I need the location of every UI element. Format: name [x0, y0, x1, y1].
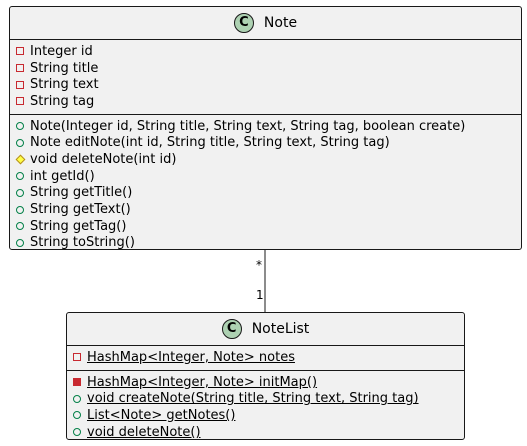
class-method: void createNote(String title, String tex… [67, 390, 464, 407]
notelist-multiplicity: 1 [256, 288, 264, 302]
private-visibility-icon [16, 64, 24, 73]
class-c-icon: C [221, 319, 242, 339]
public-visibility-icon [16, 172, 24, 181]
class-method-text: String getText() [30, 202, 131, 218]
class-method: String toString() [10, 235, 521, 252]
private-visibility-icon [73, 353, 81, 362]
public-visibility-icon [16, 205, 24, 214]
class-method-text: void deleteNote(int id) [30, 151, 177, 167]
public-visibility-icon [73, 394, 81, 403]
notelist-class-header: C NoteList [67, 313, 464, 346]
note-multiplicity: * [256, 258, 262, 272]
class-c-icon: C [233, 13, 254, 33]
class-method: List<Note> getNotes() [67, 407, 464, 424]
private-visibility-icon [16, 80, 24, 89]
public-visibility-icon [73, 411, 81, 420]
public-visibility-icon [73, 428, 81, 437]
class-method: int getId() [10, 168, 521, 185]
class-field: String text [10, 76, 521, 93]
class-method-text: void createNote(String title, String tex… [87, 391, 419, 407]
notelist-class[interactable]: C NoteList HashMap<Integer, Note> notes … [66, 312, 465, 440]
class-method: Note editNote(int id, String title, Stri… [10, 134, 521, 151]
public-visibility-icon [16, 238, 24, 247]
note-class-header: C Note [10, 7, 521, 40]
private-visibility-icon [16, 97, 24, 106]
private-visibility-icon [73, 378, 81, 387]
class-method: String getText() [10, 201, 521, 218]
notelist-class-name: NoteList [251, 321, 310, 337]
class-method-text: HashMap<Integer, Note> initMap() [87, 374, 318, 390]
notelist-fields: HashMap<Integer, Note> notes [67, 346, 464, 371]
class-method: Note(Integer id, String title, String te… [10, 118, 521, 135]
class-field: String title [10, 60, 521, 77]
public-visibility-icon [16, 122, 24, 131]
class-method-text: String getTitle() [30, 185, 133, 201]
class-method-text: String toString() [30, 235, 135, 251]
class-method: void deleteNote() [67, 424, 464, 441]
class-method-text: Note editNote(int id, String title, Stri… [30, 135, 390, 151]
class-method: void deleteNote(int id) [10, 151, 521, 168]
class-field: HashMap<Integer, Note> notes [67, 349, 464, 366]
class-field-text: String title [30, 60, 99, 76]
class-method-text: int getId() [30, 168, 95, 184]
class-field-text: String text [30, 77, 99, 93]
class-method-text: String getTag() [30, 218, 127, 234]
protected-visibility-icon [15, 154, 26, 165]
class-field-text: Integer id [30, 43, 93, 59]
class-field-text: HashMap<Integer, Note> notes [87, 349, 295, 365]
public-visibility-icon [16, 138, 24, 147]
notelist-methods: HashMap<Integer, Note> initMap()void cre… [67, 371, 464, 445]
note-class-name: Note [263, 15, 298, 31]
class-field: Integer id [10, 43, 521, 60]
class-method: String getTag() [10, 218, 521, 235]
class-method: HashMap<Integer, Note> initMap() [67, 374, 464, 391]
public-visibility-icon [16, 188, 24, 197]
public-visibility-icon [16, 222, 24, 231]
private-visibility-icon [16, 47, 24, 56]
class-method-text: void deleteNote() [87, 424, 201, 440]
class-method-text: Note(Integer id, String title, String te… [30, 118, 466, 134]
class-field-text: String tag [30, 93, 95, 109]
class-method: String getTitle() [10, 185, 521, 202]
class-method-text: List<Note> getNotes() [87, 407, 236, 423]
note-methods: Note(Integer id, String title, String te… [10, 115, 521, 256]
class-field: String tag [10, 93, 521, 110]
